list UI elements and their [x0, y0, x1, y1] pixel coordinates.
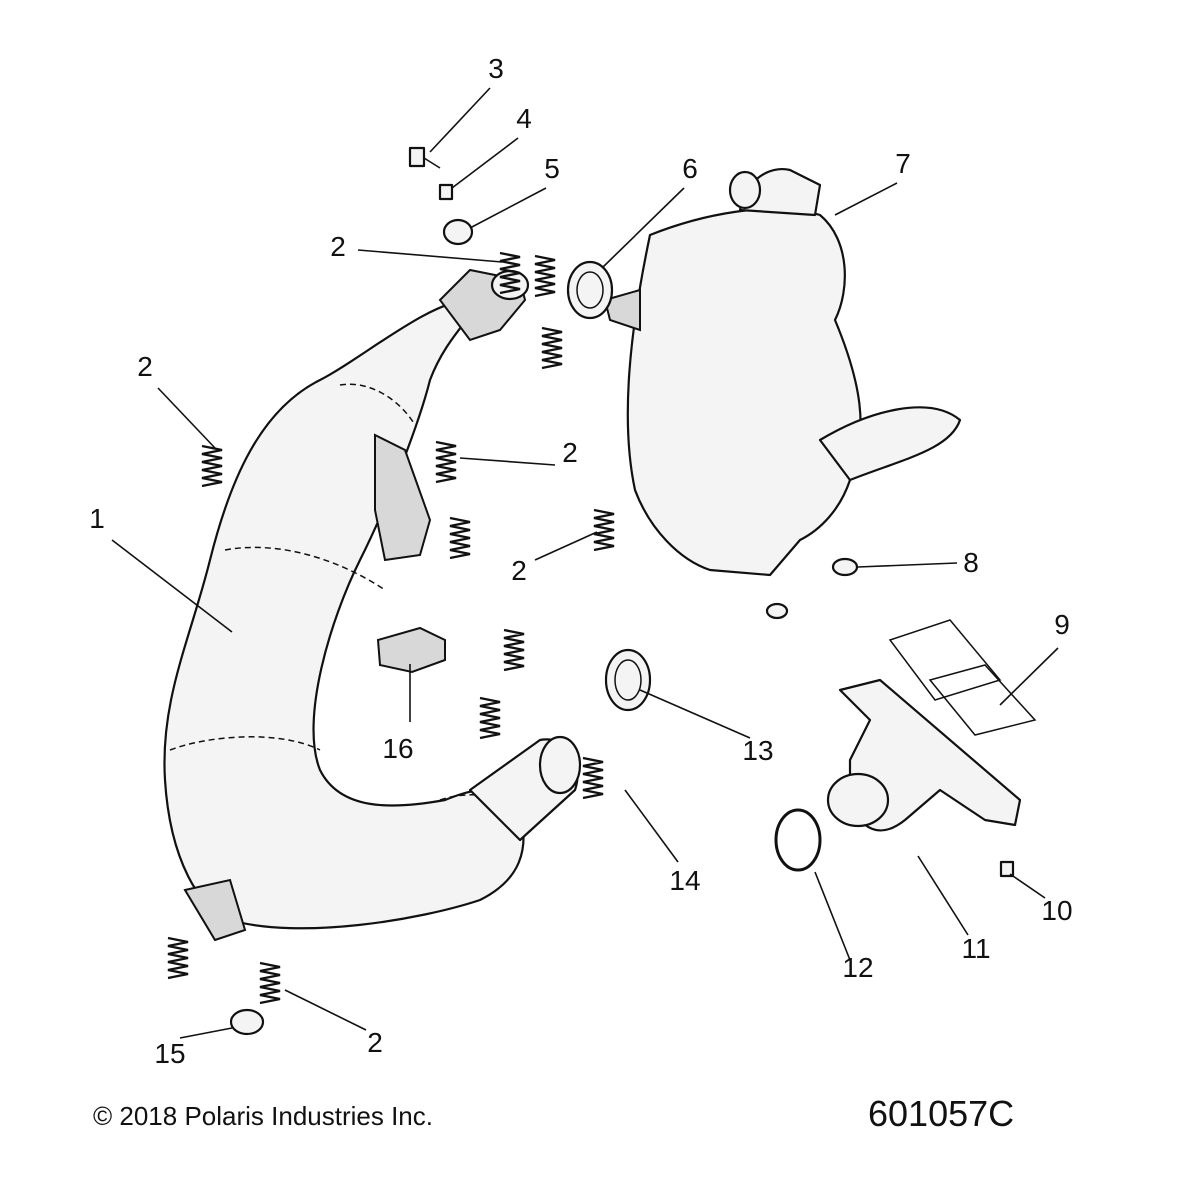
- part-2-spring: [479, 696, 501, 740]
- part-13-gasket: [604, 648, 652, 712]
- small-hardware: [229, 146, 1015, 1036]
- callout-label: 8: [963, 547, 979, 578]
- leader-line: [999, 647, 1059, 706]
- leader-line: [1009, 873, 1046, 899]
- springs: [167, 251, 615, 1005]
- part-1-exhaust-pipe: [163, 268, 582, 942]
- leader-line: [917, 855, 969, 936]
- callout-label: 13: [742, 735, 773, 766]
- leader-line: [459, 457, 556, 466]
- callout-label: 2: [137, 351, 153, 382]
- leader-line: [179, 1027, 233, 1039]
- callout-label: 1: [89, 503, 105, 534]
- part-2-spring: [593, 508, 615, 552]
- part-6-gasket: [566, 260, 614, 320]
- callout-label: 2: [562, 437, 578, 468]
- part-4-bolt: [438, 183, 454, 201]
- leader-line: [111, 539, 233, 633]
- callout-label: 7: [895, 148, 911, 179]
- leader-line: [834, 182, 898, 216]
- leader-line: [429, 87, 491, 153]
- leader-line: [857, 562, 958, 568]
- callout-label: 16: [382, 733, 413, 764]
- part-number: 601057C: [868, 1093, 1014, 1134]
- part-2-spring: [503, 628, 525, 672]
- callout-label: 10: [1041, 895, 1072, 926]
- part-12-seal-ring: [774, 808, 822, 872]
- leader-line: [534, 531, 598, 561]
- callout-label: 9: [1054, 609, 1070, 640]
- part-2-spring: [541, 326, 563, 370]
- leader-line: [469, 187, 547, 229]
- leader-line: [624, 789, 679, 863]
- leader-line: [601, 187, 685, 269]
- callout-label: 4: [516, 103, 532, 134]
- leader-line: [814, 871, 851, 961]
- leader-lines: [111, 87, 1059, 1039]
- callout-label: 2: [367, 1027, 383, 1058]
- callout-label: 11: [961, 933, 990, 964]
- part-5-grommet: [442, 218, 474, 246]
- callout-label: 3: [488, 53, 504, 84]
- part-2-spring: [201, 444, 223, 488]
- leader-line: [157, 387, 216, 449]
- leader-line: [284, 989, 367, 1031]
- part-2-spring: [167, 936, 189, 980]
- callout-label: 12: [842, 952, 873, 983]
- part-8-grommet: [831, 557, 859, 577]
- part-10-bolt: [999, 860, 1015, 878]
- part-11-manifold: [826, 619, 1037, 832]
- copyright-text: © 2018 Polaris Industries Inc.: [93, 1101, 433, 1131]
- part-2-spring: [259, 961, 281, 1005]
- callout-label: 2: [330, 231, 346, 262]
- part-2-spring: [582, 756, 604, 800]
- part-2-spring: [449, 516, 471, 560]
- callout-label: 14: [669, 865, 700, 896]
- part-2-spring: [435, 440, 457, 484]
- callout-label: 5: [544, 153, 560, 184]
- part-8-grommet-2: [765, 602, 789, 620]
- leader-line: [451, 137, 519, 189]
- callout-label: 6: [682, 153, 698, 184]
- part-16-bracket: [376, 626, 446, 674]
- part-3-bolt: [408, 146, 426, 168]
- callout-label: 15: [154, 1038, 185, 1069]
- callout-label: 2: [511, 555, 527, 586]
- part-7-muffler: [603, 167, 962, 577]
- part-2-spring: [534, 254, 556, 298]
- part-15-grommet: [229, 1008, 265, 1036]
- leader-line: [357, 249, 503, 263]
- part-2-spring: [499, 251, 521, 295]
- leader-line: [639, 689, 751, 739]
